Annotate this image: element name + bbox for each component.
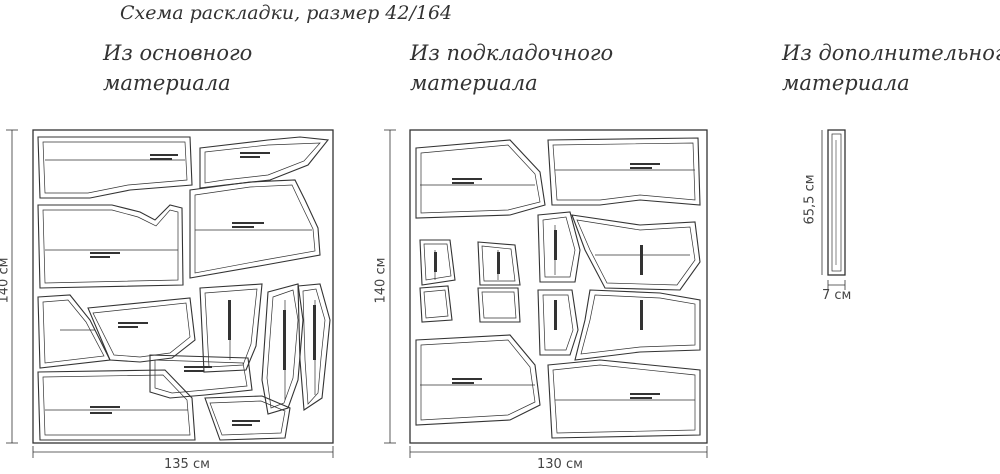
section-label-lining: Из подкладочного материала: [410, 38, 613, 98]
section-label-main-line2: материала: [103, 71, 231, 95]
lining-piece-small-1: [419, 239, 456, 286]
diagram-title: Схема раскладки, размер 42/164: [120, 2, 453, 24]
extra-width-label: 7 см: [822, 288, 852, 303]
main-piece-strip-2: [297, 283, 331, 411]
main-piece-back-top: [37, 136, 193, 199]
main-fabric-pieces: [37, 136, 331, 441]
lining-piece-mid-2: [571, 214, 701, 291]
lining-piece-marks: [434, 163, 660, 399]
main-width-label: 135 см: [164, 457, 210, 472]
lining-dimension-lines: [384, 129, 708, 458]
lining-piece-bottom-left: [415, 334, 541, 426]
main-height-label: 140 см: [0, 257, 12, 304]
lining-piece-mid-4: [574, 289, 701, 361]
lining-width-label: 130 см: [537, 457, 583, 472]
main-piece-cuff: [204, 395, 291, 441]
lining-piece-small-2: [477, 241, 521, 286]
lining-fabric-sheet: [409, 129, 708, 444]
lining-piece-mid-3: [537, 289, 579, 356]
lining-piece-small-3: [419, 285, 453, 323]
lining-piece-back-top: [415, 139, 546, 219]
main-piece-front: [189, 179, 321, 279]
main-fabric-sheet: [32, 129, 334, 444]
section-label-extra-line2: материала: [782, 71, 910, 95]
lining-piece-bottom-right: [547, 359, 701, 439]
main-piece-sleeve: [87, 297, 196, 363]
lining-fabric-pieces: [415, 137, 701, 439]
extra-material-strip: [827, 129, 846, 276]
section-label-main-line1: Из основного: [103, 41, 253, 65]
main-piece-pocket: [149, 354, 253, 399]
section-label-main: Из основного материала: [103, 38, 252, 98]
section-label-extra-line1: Из дополнительного: [782, 41, 1000, 65]
main-piece-facing: [199, 283, 263, 373]
main-piece-marks: [90, 152, 316, 426]
main-piece-strip: [261, 283, 304, 415]
lining-piece-front-top: [547, 137, 701, 206]
main-piece-bottom: [37, 369, 196, 441]
lining-piece-mid-1: [537, 211, 581, 283]
extra-height-label: 65,5 см: [802, 174, 818, 225]
main-piece-small-left: [37, 294, 111, 369]
main-piece-collar: [199, 136, 330, 189]
main-piece-back: [37, 204, 184, 289]
extra-dimension-lines: [821, 130, 846, 290]
main-dimension-lines: [6, 129, 334, 458]
lining-piece-small-4: [477, 287, 521, 323]
lining-height-label: 140 см: [373, 257, 389, 304]
section-label-extra: Из дополнительного материала: [782, 38, 1000, 98]
section-label-lining-line1: Из подкладочного: [410, 41, 614, 65]
section-label-lining-line2: материала: [410, 71, 538, 95]
